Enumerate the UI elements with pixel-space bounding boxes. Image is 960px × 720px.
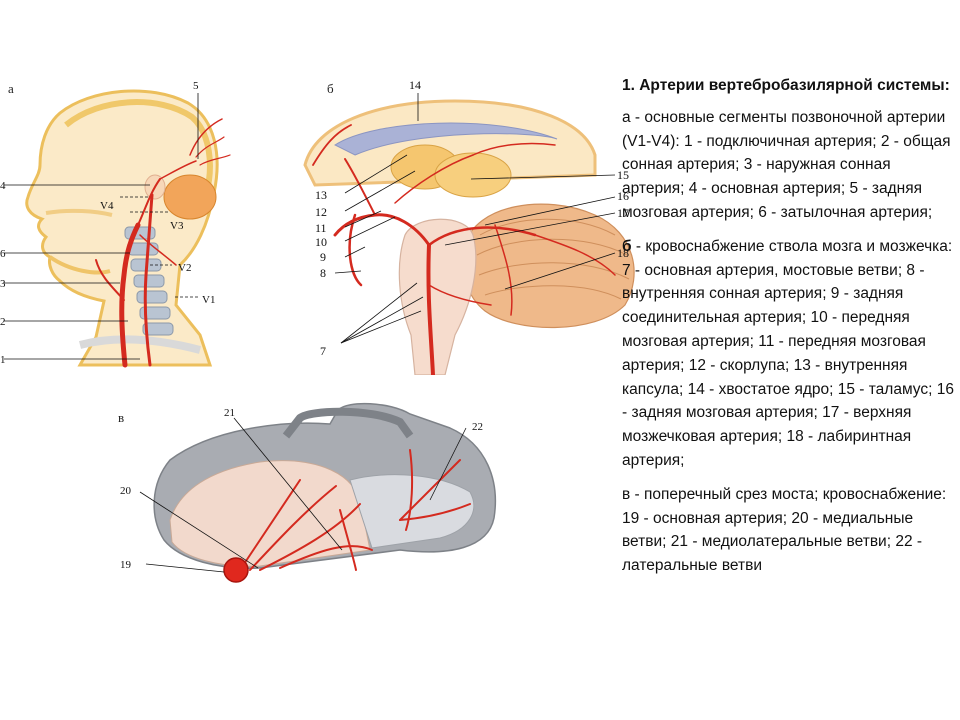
caption-part-b-text: - кровоснабжение ствола мозга и мозжечка… xyxy=(622,237,954,469)
figure-c-pons-cross-section: в 21 22 20 19 xyxy=(118,402,497,583)
head-silhouette xyxy=(25,89,219,367)
caption-part-b-letter: б xyxy=(622,237,632,255)
callout-a-v3: V3 xyxy=(170,220,184,232)
callout-a-v2: V2 xyxy=(178,262,191,274)
callouts-c xyxy=(139,417,467,573)
callout-b-17: 17 xyxy=(617,206,629,220)
thalamus-shape xyxy=(434,152,512,198)
callout-b-18: 18 xyxy=(617,246,629,260)
callout-b-13: 13 xyxy=(315,188,327,202)
palate-outline xyxy=(45,208,113,217)
brainstem-shape xyxy=(398,218,477,375)
jaw-outline xyxy=(48,255,111,275)
callout-c-22: 22 xyxy=(472,421,483,433)
callout-b-14: 14 xyxy=(409,78,421,92)
cerebellum-folia xyxy=(476,218,630,300)
vertebral-column xyxy=(124,226,174,336)
callout-c-20: 20 xyxy=(120,485,132,497)
callout-b-7: 7 xyxy=(320,344,326,358)
figure-a-head-neck: а 5 xyxy=(0,80,231,368)
callouts-b xyxy=(334,93,616,344)
cerebellum-shape xyxy=(163,174,217,220)
cerebellum-shape xyxy=(462,203,635,329)
caption-part-c: в - поперечный срез моста; кровоснабжени… xyxy=(622,485,947,575)
callout-b-8: 8 xyxy=(320,266,326,280)
callout-a-3: 3 xyxy=(0,278,6,290)
callout-b-15: 15 xyxy=(617,168,629,182)
callout-b-16: 16 xyxy=(617,189,629,203)
callout-b-12: 12 xyxy=(315,205,327,219)
callout-a-2: 2 xyxy=(0,316,6,328)
callout-a-1: 1 xyxy=(0,354,6,366)
arteries-b xyxy=(312,124,616,375)
corpus-callosum xyxy=(333,122,558,156)
callout-a-6: 6 xyxy=(0,248,6,260)
callout-c-19: 19 xyxy=(120,559,132,571)
basilar-artery-dot xyxy=(223,557,249,583)
panel-letter-b: б xyxy=(327,81,334,96)
panel-letter-a: а xyxy=(8,81,14,96)
clavicle-shape xyxy=(78,335,202,354)
panel-letter-c: в xyxy=(118,410,124,425)
callout-b-11: 11 xyxy=(315,221,327,235)
callout-a-v1: V1 xyxy=(202,294,215,306)
figure-b-brainstem-cerebellum: б xyxy=(303,78,635,375)
callouts-a xyxy=(4,93,199,360)
callout-a-4: 4 xyxy=(0,180,6,192)
skull-outline xyxy=(64,99,213,196)
cortex-shape xyxy=(303,99,597,187)
callout-a-v4: V4 xyxy=(100,200,114,212)
caption-part-a: а - основные сегменты позвоночной артери… xyxy=(622,108,951,221)
arteries-c xyxy=(239,449,471,571)
caption-part-b: б - кровоснабжение ствола мозга и мозжеч… xyxy=(622,235,954,473)
callout-c-21: 21 xyxy=(224,407,235,419)
callout-b-10: 10 xyxy=(315,235,327,249)
caption-text: 1. Артерии вертебробазилярной системы: а… xyxy=(622,74,954,714)
pons-tegmentum-light xyxy=(349,474,475,549)
ventricle-bridge xyxy=(282,407,414,439)
callout-b-9: 9 xyxy=(320,250,326,264)
pons-ventral-area xyxy=(169,460,371,567)
callout-a-5: 5 xyxy=(193,80,199,92)
arteries-a xyxy=(95,118,231,368)
caption-title: 1. Артерии вертебробазилярной системы: xyxy=(622,77,950,94)
